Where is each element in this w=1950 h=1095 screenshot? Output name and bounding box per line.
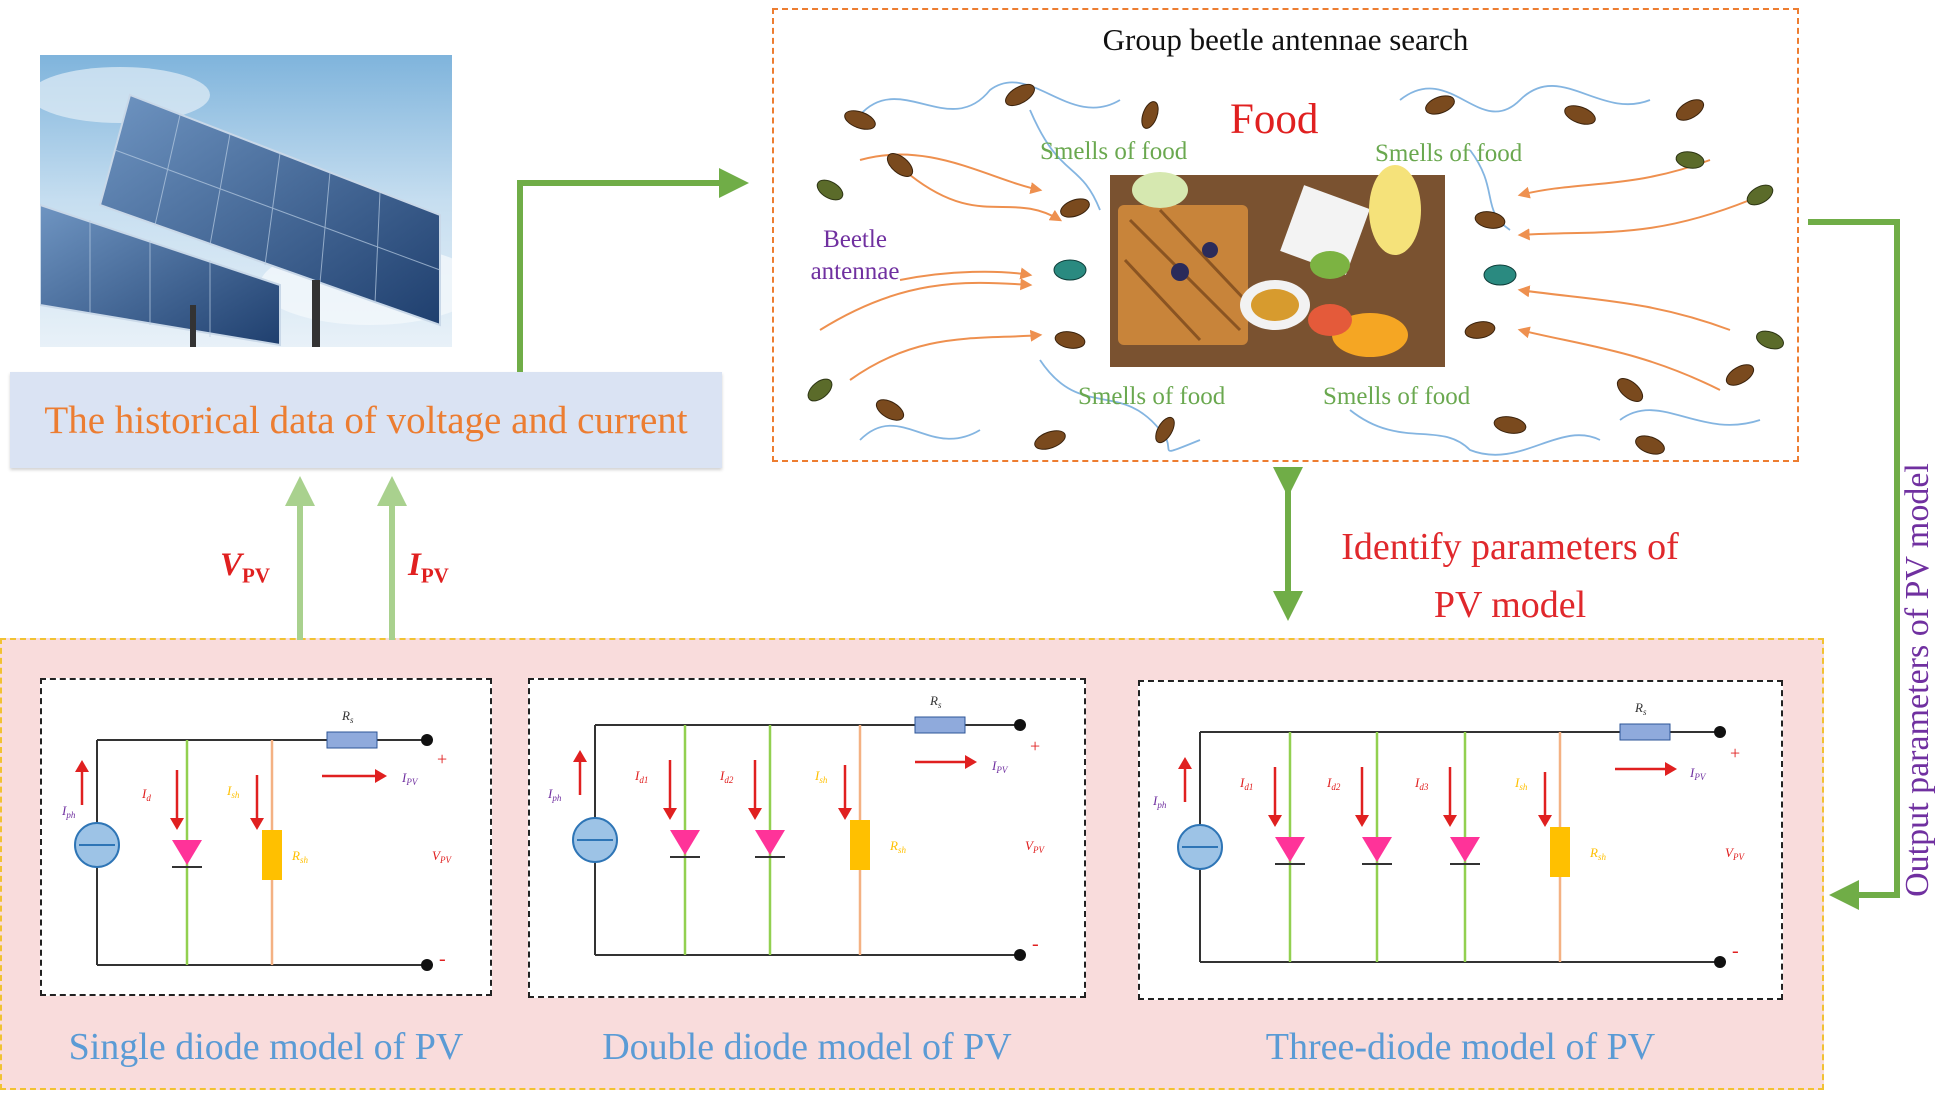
beetles: [807, 83, 1784, 455]
svg-text:+: +: [1730, 743, 1740, 763]
svg-text:Id3: Id3: [1414, 775, 1429, 792]
antenna-trails: [859, 81, 1761, 456]
svg-text:Id1: Id1: [634, 768, 648, 785]
beetle-antennae-label: Beetle antennae: [800, 224, 910, 288]
svg-text:Rsh: Rsh: [1589, 845, 1606, 862]
svg-text:Rsh: Rsh: [889, 838, 906, 855]
output-arrow: [1808, 219, 1900, 910]
food-image: [1110, 165, 1445, 367]
svg-text:-: -: [1732, 940, 1739, 962]
svg-text:-: -: [1032, 933, 1039, 955]
double-diode-circuit: Iph Id1 Id2 Ish IPV Rs Rsh VPV + -: [528, 678, 1086, 998]
svg-text:Rs: Rs: [1634, 700, 1647, 717]
smells-of-food-label: Smells of food: [1375, 140, 1523, 167]
food-direction-arrows: [819, 153, 1751, 391]
svg-text:VPV: VPV: [432, 848, 452, 865]
svg-text:Rs: Rs: [341, 708, 354, 725]
svg-text:-: -: [439, 948, 446, 970]
three-diode-caption: Three-diode model of PV: [1265, 1026, 1656, 1068]
single-diode-caption: Single diode model of PV: [68, 1026, 464, 1068]
svg-text:+: +: [437, 749, 447, 769]
svg-text:Rs: Rs: [929, 693, 942, 710]
historical-data-box: The historical data of voltage and curre…: [10, 372, 722, 468]
svg-text:IPV: IPV: [1689, 765, 1707, 782]
identify-line: PV model: [1433, 584, 1587, 626]
svg-text:Iph: Iph: [1152, 793, 1167, 810]
solar-panel-image: [40, 55, 452, 347]
identify-parameters-label: Identify parameters of PV model: [1300, 518, 1720, 634]
beetle-antennae-line: antennae: [810, 258, 900, 285]
svg-text:+: +: [1030, 736, 1040, 756]
svg-text:VPV: VPV: [1725, 845, 1745, 862]
smells-of-food-label: Smells of food: [1323, 383, 1471, 410]
svg-text:Id2: Id2: [719, 768, 734, 785]
beetle-antennae-line: Beetle: [823, 226, 887, 253]
svg-text:Id1: Id1: [1239, 775, 1253, 792]
svg-text:Iph: Iph: [547, 786, 562, 803]
svg-text:VPV: VPV: [1025, 838, 1045, 855]
svg-text:IPV: IPV: [401, 770, 419, 787]
svg-text:IPV: IPV: [991, 758, 1009, 775]
three-diode-circuit: Iph Id1 Id2 Id3 Ish IPV Rs Rsh VPV + -: [1138, 680, 1783, 1000]
ipv-label: IPV: [408, 547, 449, 588]
smells-of-food-label: Smells of food: [1078, 383, 1226, 410]
vpv-label: VPV: [220, 547, 271, 588]
single-diode-circuit: Iph Id Ish IPV Rs Rsh VPV + -: [40, 678, 492, 996]
smells-of-food-label: Smells of food: [1040, 138, 1188, 165]
history-to-search-arrow: [517, 168, 749, 372]
svg-text:Id: Id: [141, 786, 151, 803]
beetle-search-title: Group beetle antennae search: [1102, 22, 1469, 57]
svg-text:Ish: Ish: [1514, 775, 1528, 792]
identify-line: Identify parameters of: [1341, 526, 1679, 568]
svg-text:Iph: Iph: [61, 803, 76, 820]
historical-data-label: The historical data of voltage and curre…: [44, 398, 688, 442]
svg-text:Rsh: Rsh: [291, 848, 308, 865]
food-label: Food: [1230, 96, 1319, 143]
svg-text:Id2: Id2: [1326, 775, 1341, 792]
double-diode-caption: Double diode model of PV: [602, 1026, 1012, 1068]
svg-text:Ish: Ish: [814, 768, 828, 785]
svg-text:Ish: Ish: [226, 783, 240, 800]
